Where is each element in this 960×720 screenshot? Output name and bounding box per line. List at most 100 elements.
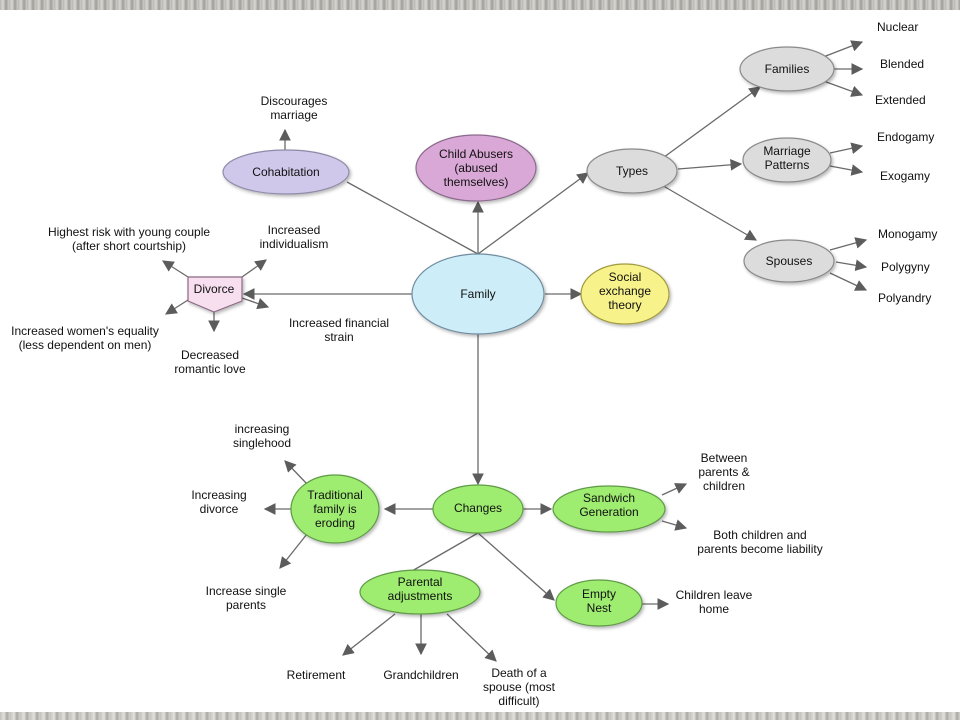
- label-polygyny: Polygyny: [881, 260, 930, 274]
- label-discourages-marriage-line: Discourages: [261, 94, 328, 108]
- edge-spouses-monogamy: [829, 237, 868, 251]
- empty-nest-node-label-line: Empty: [582, 587, 616, 601]
- spouses-node: Spouses: [743, 239, 835, 283]
- changes-node-label-line: Changes: [454, 501, 502, 515]
- types-node-label: Types: [616, 164, 648, 178]
- label-increased-financial-strain-line: strain: [324, 330, 353, 344]
- edge-traditional-singleparents: [279, 533, 308, 569]
- edge-marriage-exogamy: [829, 164, 864, 176]
- traditional-family-node-label-line: Traditional: [307, 488, 363, 502]
- cohabitation-node: Cohabitation: [222, 149, 350, 195]
- edge-divorce-financial: [241, 297, 270, 310]
- edge-sandwich-between: [661, 483, 688, 496]
- label-increasing-singlehood-line: increasing: [235, 422, 290, 436]
- sandwich-generation-node-label-line: Generation: [579, 505, 638, 519]
- label-increased-financial-strain-line: Increased financial: [289, 316, 389, 330]
- edge-family-types: [477, 172, 589, 255]
- family-node-label: Family: [460, 287, 495, 301]
- label-monogamy-line: Monogamy: [878, 227, 937, 241]
- label-increase-single-parents-line: Increase single: [206, 584, 287, 598]
- divorce-node-label: Divorce: [194, 282, 235, 296]
- edge-divorce-womens-equality: [165, 299, 189, 315]
- label-endogamy-line: Endogamy: [877, 130, 934, 144]
- label-nuclear-line: Nuclear: [877, 20, 918, 34]
- edge-parental-retirement: [342, 613, 396, 656]
- divorce-node-label-line: Divorce: [194, 282, 235, 296]
- social-exchange-node-label-line: exchange: [599, 284, 651, 298]
- family-node-label-line: Family: [460, 287, 495, 301]
- label-increasing-divorce-line: Increasing: [191, 488, 246, 502]
- cohabitation-node-label-line: Cohabitation: [252, 165, 319, 179]
- child-abusers-node-label-line: themselves): [444, 175, 509, 189]
- marriage-patterns-node-label-line: Patterns: [765, 158, 810, 172]
- label-extended-line: Extended: [875, 93, 926, 107]
- label-between-parents-children-line: Between: [701, 451, 748, 465]
- edge-types-marriage: [677, 159, 743, 171]
- top-border: [0, 0, 960, 10]
- label-increased-womens-equality: Increased women's equality(less dependen…: [11, 324, 159, 352]
- label-monogamy: Monogamy: [878, 227, 937, 241]
- families-node: Families: [739, 46, 835, 92]
- label-decreased-romantic-love-line: romantic love: [174, 362, 246, 376]
- child-abusers-node-label-line: (abused: [454, 161, 497, 175]
- sandwich-generation-node-label-line: Sandwich: [583, 491, 635, 505]
- label-retirement-line: Retirement: [287, 668, 346, 682]
- label-blended: Blended: [880, 57, 924, 71]
- social-exchange-node-label-line: Social: [609, 270, 642, 284]
- label-both-children-parents-line: parents become liability: [697, 542, 822, 556]
- label-death-of-spouse-line: Death of a: [491, 666, 547, 680]
- traditional-family-node-label-line: family is: [313, 502, 356, 516]
- label-grandchildren-line: Grandchildren: [383, 668, 458, 682]
- edge-divorce-individualism: [241, 259, 267, 278]
- types-node: Types: [586, 148, 678, 194]
- edge-changes-emptynest: [477, 532, 555, 601]
- changes-node-label: Changes: [454, 501, 502, 515]
- changes-node: Changes: [432, 484, 524, 534]
- label-blended-line: Blended: [880, 57, 924, 71]
- label-polygyny-line: Polygyny: [881, 260, 930, 274]
- edge-parental-death: [446, 613, 497, 662]
- edge-family-cohabitation: [346, 181, 479, 255]
- child-abusers-node-label-line: Child Abusers: [439, 147, 513, 161]
- families-node-label-line: Families: [765, 62, 810, 76]
- label-increasing-divorce-line: divorce: [200, 502, 239, 516]
- label-exogamy: Exogamy: [880, 169, 930, 183]
- bottom-border: [0, 712, 960, 720]
- edge-spouses-polyandry: [829, 272, 868, 291]
- label-between-parents-children-line: parents &: [698, 465, 749, 479]
- label-extended: Extended: [875, 93, 926, 107]
- parental-adjustments-node-label-line: Parental: [398, 575, 443, 589]
- label-highest-risk-line: (after short courtship): [72, 239, 186, 253]
- label-death-of-spouse-line: difficult): [498, 694, 539, 708]
- marriage-patterns-node-label-line: Marriage: [763, 144, 811, 158]
- label-endogamy: Endogamy: [877, 130, 934, 144]
- label-increasing-singlehood-line: singlehood: [233, 436, 291, 450]
- spouses-node-label: Spouses: [766, 254, 813, 268]
- label-increased-individualism-line: Increased: [268, 223, 321, 237]
- family-node: Family: [411, 253, 545, 335]
- edge-types-families: [659, 86, 761, 161]
- edge-sandwich-both: [661, 519, 688, 531]
- label-increased-individualism-line: individualism: [260, 237, 329, 251]
- edge-traditional-singlehood: [284, 460, 308, 485]
- label-death-of-spouse-line: spouse (most: [483, 680, 556, 694]
- label-children-leave-home-line: home: [699, 602, 729, 616]
